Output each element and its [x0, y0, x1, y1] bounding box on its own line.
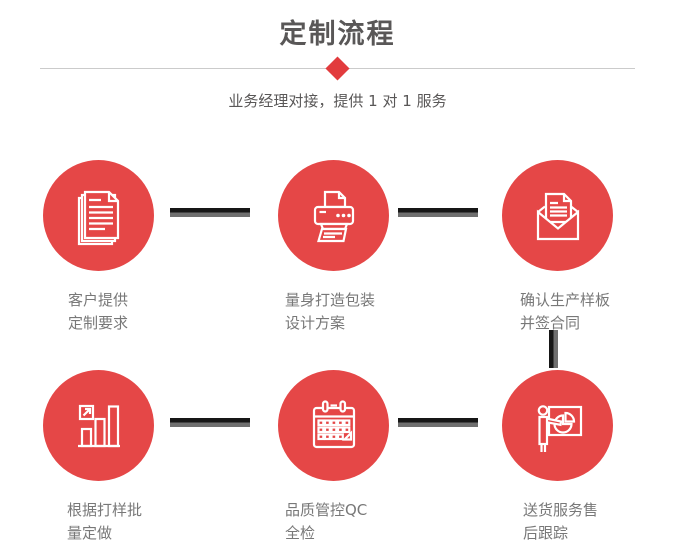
connector-step3-step6 [549, 330, 558, 368]
stacked-documents-icon [77, 190, 119, 245]
step-1-circle [43, 160, 154, 271]
step-1: 客户提供 定制要求 [43, 160, 154, 332]
step-3: 确认生产样板 并签合同 [502, 160, 613, 332]
step-1-label: 客户提供 定制要求 [68, 291, 129, 332]
presentation-pie-chart-icon [537, 404, 582, 452]
connector-step2-step3 [398, 208, 478, 217]
step-5: 品质管控QC 全检 [278, 370, 389, 542]
divider-line [40, 56, 635, 81]
connector-step1-step2 [170, 208, 250, 217]
connector-step5-step6 [398, 418, 478, 427]
step-4: 根据打样批 量定做 [43, 370, 154, 542]
subtitle: 业务经理对接，提供 1 对 1 服务 [228, 92, 447, 110]
step-4-label: 根据打样批 量定做 [67, 501, 143, 542]
bar-chart-growth-icon [77, 404, 120, 447]
step-2-circle [278, 160, 389, 271]
step-5-circle [278, 370, 389, 481]
calendar-icon [312, 399, 355, 448]
printer-icon [313, 190, 354, 242]
step-6-label: 送货服务售 后跟踪 [523, 501, 599, 542]
step-6: 送货服务售 后跟踪 [502, 370, 613, 542]
connector-step4-step5 [170, 418, 250, 427]
step-5-label: 品质管控QC 全检 [285, 501, 368, 542]
envelope-letter-icon [536, 192, 579, 240]
step-2: 量身打造包装 设计方案 [278, 160, 389, 332]
diamond-icon [325, 56, 350, 81]
step-4-circle [43, 370, 154, 481]
step-3-label: 确认生产样板 并签合同 [520, 291, 611, 332]
page-title: 定制流程 [279, 19, 396, 50]
step-3-circle [502, 160, 613, 271]
step-6-circle [502, 370, 613, 481]
step-2-label: 量身打造包装 设计方案 [285, 291, 376, 332]
